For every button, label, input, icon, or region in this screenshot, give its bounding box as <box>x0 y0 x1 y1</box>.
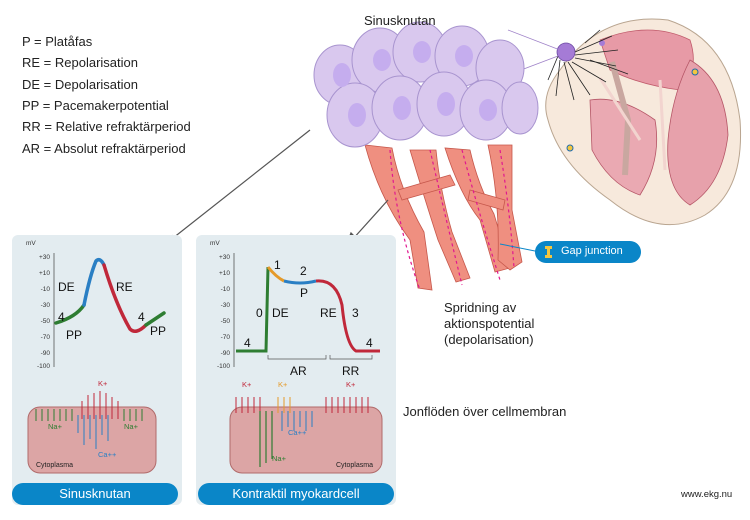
ion-flow-label: Jonflöden över cellmembran <box>403 404 567 419</box>
spread-label-2: aktionspotential <box>444 316 535 331</box>
pacemaker-curve <box>144 311 166 327</box>
depolarisation-curve <box>236 266 270 353</box>
y-tick: -100 <box>37 363 50 370</box>
leader-line <box>507 29 561 51</box>
legend-item: AR = Absolut refraktärperiod <box>22 141 186 156</box>
cytoplasma-label: Cytoplasma <box>36 462 73 469</box>
cell-membrane <box>27 406 157 474</box>
legend-item: RR = Relative refraktärperiod <box>22 119 191 134</box>
spread-label-1: Spridning av <box>444 300 517 315</box>
phase-label: 4 <box>366 336 373 350</box>
cell-membrane <box>229 406 383 474</box>
y-tick: -10 <box>41 286 51 293</box>
na-influx-arrows <box>259 411 273 467</box>
phase-label: 2 <box>300 264 307 278</box>
refractory-brackets <box>267 355 373 360</box>
phase-label: 3 <box>352 306 359 320</box>
phase-label: PP <box>150 324 166 338</box>
y-tick: -100 <box>217 363 230 370</box>
ca-influx-arrows <box>281 411 313 431</box>
gap-junction-badge <box>535 241 641 263</box>
ion-label-na: Na+ <box>124 422 139 431</box>
k-efflux-arrows <box>235 397 369 413</box>
y-tick: -30 <box>221 302 231 309</box>
legend-item: PP = Pacemakerpotential <box>22 98 169 113</box>
ion-label-k: K+ <box>98 379 108 388</box>
gap-junction-label: Gap junction <box>561 245 623 257</box>
plateau-curve <box>283 279 317 285</box>
ca-influx-arrows <box>77 415 109 449</box>
ion-label-na: Na+ <box>48 422 63 431</box>
na-influx-arrows <box>35 409 143 421</box>
sinus-node-title: Sinusknutan <box>364 13 436 28</box>
y-tick: -10 <box>221 286 231 293</box>
k-efflux-arrows <box>81 391 119 419</box>
sinus-node-panel-title: Sinusknutan <box>12 483 178 505</box>
y-tick: +30 <box>39 254 50 261</box>
y-tick: -50 <box>41 318 51 325</box>
legend-item: RE = Repolarisation <box>22 55 138 70</box>
phase-label: 0 <box>256 306 263 320</box>
depolarisation-arrows <box>389 149 515 291</box>
ion-label-na: Na+ <box>272 454 287 463</box>
y-tick: -90 <box>41 350 51 357</box>
phase-label: RE <box>320 306 337 320</box>
phase1-curve <box>266 266 285 283</box>
phase-label: RR <box>342 364 360 378</box>
y-tick: -90 <box>221 350 231 357</box>
ion-label-k: K+ <box>346 380 356 389</box>
myocardial-panel-title: Kontraktil myokardcell <box>198 483 394 505</box>
sinus-node-chart: mV +30 +10 -10 -30 -50 -70 -90 -100 DE R… <box>26 240 166 474</box>
gap-junction-icon <box>545 246 552 258</box>
phase-label: 4 <box>138 310 145 324</box>
phase-label: P <box>300 286 308 300</box>
phase-label: AR <box>290 364 307 378</box>
y-tick: +10 <box>219 270 230 277</box>
phase-label: 1 <box>274 258 281 272</box>
spread-label-3: (depolarisation) <box>444 332 534 347</box>
ion-label-k: K+ <box>278 380 288 389</box>
ion-label-ca: Ca++ <box>98 450 117 459</box>
y-tick: -30 <box>41 302 51 309</box>
myocardial-chart: mV +30 +10 -10 -30 -50 -70 -90 -100 4 0 … <box>210 240 383 474</box>
gap-junction-line <box>499 243 541 253</box>
y-tick: +30 <box>219 254 230 261</box>
phase-label: PP <box>66 328 82 342</box>
k-transient-arrows <box>277 397 291 413</box>
phase-label: DE <box>58 280 75 294</box>
sinus-node-dot <box>556 42 576 62</box>
legend-item: DE = Depolarisation <box>22 77 138 92</box>
source-label: www.ekg.nu <box>681 489 733 500</box>
y-ticks: +30 +10 -10 -30 -50 -70 -90 -100 <box>37 254 50 370</box>
depolarisation-curve <box>82 257 106 307</box>
conduction-fibers <box>364 144 523 291</box>
phase-label: 4 <box>244 336 251 350</box>
y-tick: -70 <box>41 334 51 341</box>
y-tick: -50 <box>221 318 231 325</box>
y-tick: +10 <box>39 270 50 277</box>
repolarisation-curve <box>102 263 148 333</box>
cell-nuclei <box>333 41 497 127</box>
pointer-arrows <box>158 129 389 249</box>
phase-label: RE <box>116 280 133 294</box>
ion-label-k: K+ <box>242 380 252 389</box>
y-unit: mV <box>210 240 220 247</box>
ion-label-ca: Ca++ <box>288 428 307 437</box>
y-unit: mV <box>26 240 36 247</box>
cytoplasma-label: Cytoplasma <box>336 462 373 469</box>
sinus-node-cells <box>313 21 539 148</box>
repolarisation-curve <box>315 279 380 353</box>
y-ticks: +30 +10 -10 -30 -50 -70 -90 -100 <box>217 254 230 370</box>
pacemaker-curve <box>54 303 86 325</box>
y-tick: -70 <box>221 334 231 341</box>
phase-label: DE <box>272 306 289 320</box>
phase-label: 4 <box>58 310 65 324</box>
heart-illustration <box>545 18 742 226</box>
legend-item: P = Platåfas <box>22 34 93 49</box>
